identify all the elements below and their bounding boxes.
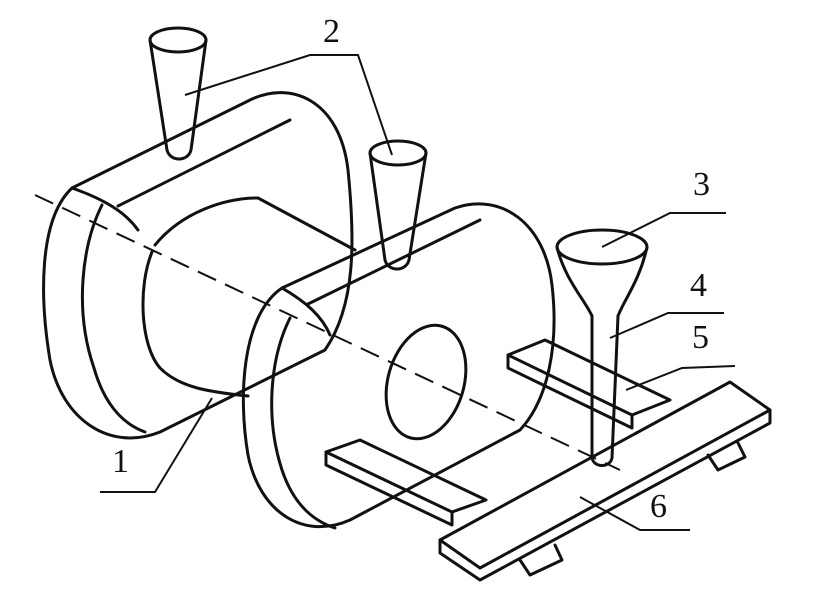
leader-lines bbox=[100, 54, 736, 531]
right-riser bbox=[368, 139, 428, 271]
label-6: 6 bbox=[650, 488, 667, 525]
label-5: 5 bbox=[692, 319, 709, 356]
base-runner bbox=[438, 380, 772, 582]
runner-bars bbox=[324, 338, 672, 527]
label-1: 1 bbox=[112, 443, 129, 480]
label-2: 2 bbox=[323, 13, 340, 50]
right-flange bbox=[241, 202, 556, 530]
left-riser bbox=[148, 26, 208, 161]
left-flange bbox=[42, 91, 354, 440]
label-3: 3 bbox=[693, 166, 710, 203]
cylinder-body bbox=[141, 196, 357, 398]
pouring-cup bbox=[555, 228, 649, 318]
center-axis bbox=[34, 194, 621, 471]
sprue bbox=[590, 314, 620, 467]
label-4: 4 bbox=[690, 267, 707, 304]
bore-hole bbox=[384, 323, 468, 441]
